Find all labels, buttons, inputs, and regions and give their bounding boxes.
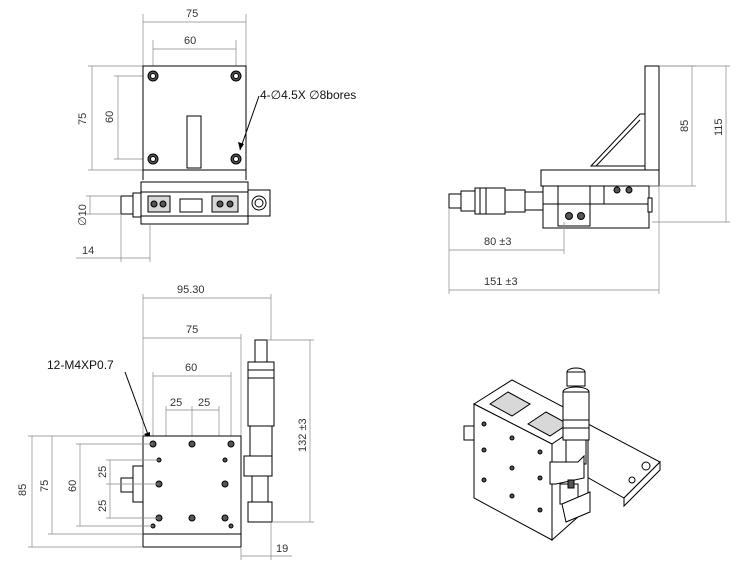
dim-top-left-60: 60 xyxy=(104,111,116,123)
dim-left-25a: 25 xyxy=(97,466,109,478)
dim-side-115: 115 xyxy=(713,118,725,136)
side-screws xyxy=(150,200,234,208)
dim-total-151: 151 ±3 xyxy=(484,276,518,288)
iso-holes xyxy=(481,421,543,513)
dim-top-75: 75 xyxy=(186,8,198,20)
tapped-holes xyxy=(149,440,235,529)
dim-front-25a: 25 xyxy=(170,397,182,409)
dim-left-25b: 25 xyxy=(97,500,109,512)
isometric-view xyxy=(463,367,661,542)
front-view: 95.30 75 60 25 25 12-M4XP0.7 xyxy=(17,284,314,560)
dim-travel-80: 80 ±3 xyxy=(484,236,511,248)
dim-top-left-75: 75 xyxy=(77,113,89,125)
dim-front-75: 75 xyxy=(186,324,198,336)
dim-front-60: 60 xyxy=(185,362,197,374)
dim-front-25b: 25 xyxy=(198,397,210,409)
tap-note: 12-M4XP0.7 xyxy=(47,358,114,372)
dim-left-85: 85 xyxy=(17,484,29,496)
dim-front-19: 19 xyxy=(276,543,288,555)
top-view: 75 60 75 60 4-∅4.5X ∅8bores xyxy=(76,8,356,262)
dim-left-60: 60 xyxy=(67,480,79,492)
dim-front-132: 132 ±3 xyxy=(297,418,309,452)
dim-left-75: 75 xyxy=(39,480,51,492)
side-view: 85 115 80 ±3 151 ±3 xyxy=(448,65,730,294)
bore-holes xyxy=(147,70,242,165)
dim-front-95: 95.30 xyxy=(177,284,205,296)
dim-top-60: 60 xyxy=(184,35,196,47)
dim-side-85: 85 xyxy=(679,120,691,132)
bore-note: 4-∅4.5X ∅8bores xyxy=(260,88,356,102)
dim-offset-14: 14 xyxy=(82,245,94,257)
dim-diameter-10: ∅10 xyxy=(77,204,89,226)
